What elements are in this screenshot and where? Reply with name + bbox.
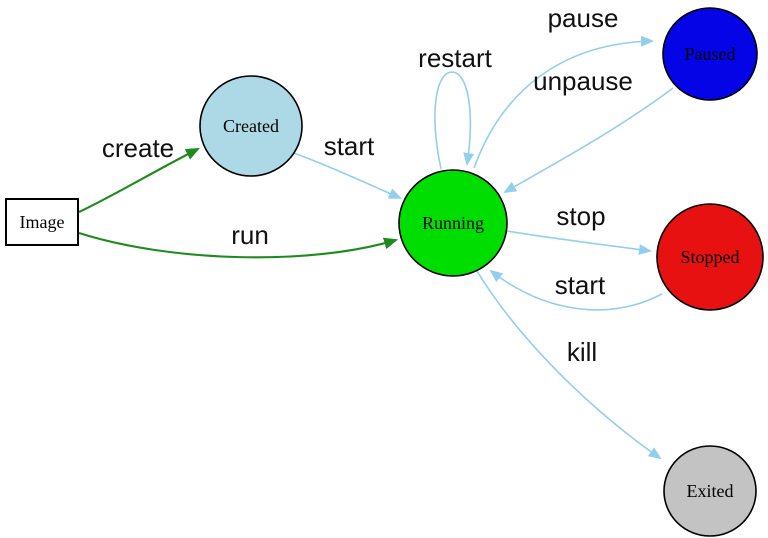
- stopped-node-label: Stopped: [680, 247, 739, 267]
- edge-label-start-stopped: start: [555, 270, 606, 300]
- image-node-label: Image: [20, 212, 65, 232]
- edge-label-run: run: [231, 220, 269, 250]
- image-node-box: [5, 198, 79, 246]
- paused-node-label: Paused: [685, 44, 736, 64]
- edge-label-kill: kill: [567, 337, 597, 367]
- edge-label-restart: restart: [418, 43, 492, 73]
- edge-create: [78, 148, 200, 213]
- edge-unpause: [503, 87, 674, 193]
- edge-label-pause: pause: [548, 3, 619, 33]
- edge-restart: [434, 71, 475, 170]
- node-created: Created: [199, 75, 303, 177]
- edge-label-unpause: unpause: [533, 66, 633, 96]
- edge-label-create: create: [102, 133, 174, 163]
- node-paused: Paused: [662, 7, 758, 101]
- node-exited: Exited: [663, 445, 757, 537]
- running-node-shape: [398, 169, 508, 277]
- exited-node-shape: [663, 445, 757, 537]
- created-node-label: Created: [223, 116, 279, 136]
- created-node-shape: [199, 75, 303, 177]
- stopped-node-shape: [656, 203, 764, 311]
- running-node-label: Running: [422, 213, 484, 233]
- edge-start-created: [290, 151, 402, 199]
- edge-run: [78, 231, 399, 259]
- edge-labels-group: create run start restart pause unpause s…: [102, 3, 633, 367]
- edge-start-stopped: [489, 269, 663, 311]
- node-image: Image: [5, 198, 79, 246]
- node-running: Running: [398, 169, 508, 277]
- edge-stop: [506, 230, 652, 255]
- nodes-group: Image Created Running Paused Stopped Exi: [5, 7, 764, 537]
- edge-kill: [476, 270, 662, 460]
- node-stopped: Stopped: [656, 203, 764, 311]
- edges-group: [78, 35, 674, 460]
- edge-label-stop: stop: [556, 201, 605, 231]
- exited-node-label: Exited: [687, 481, 734, 501]
- paused-node-shape: [662, 7, 758, 101]
- edge-label-start-created: start: [324, 131, 375, 161]
- edge-pause: [473, 35, 654, 169]
